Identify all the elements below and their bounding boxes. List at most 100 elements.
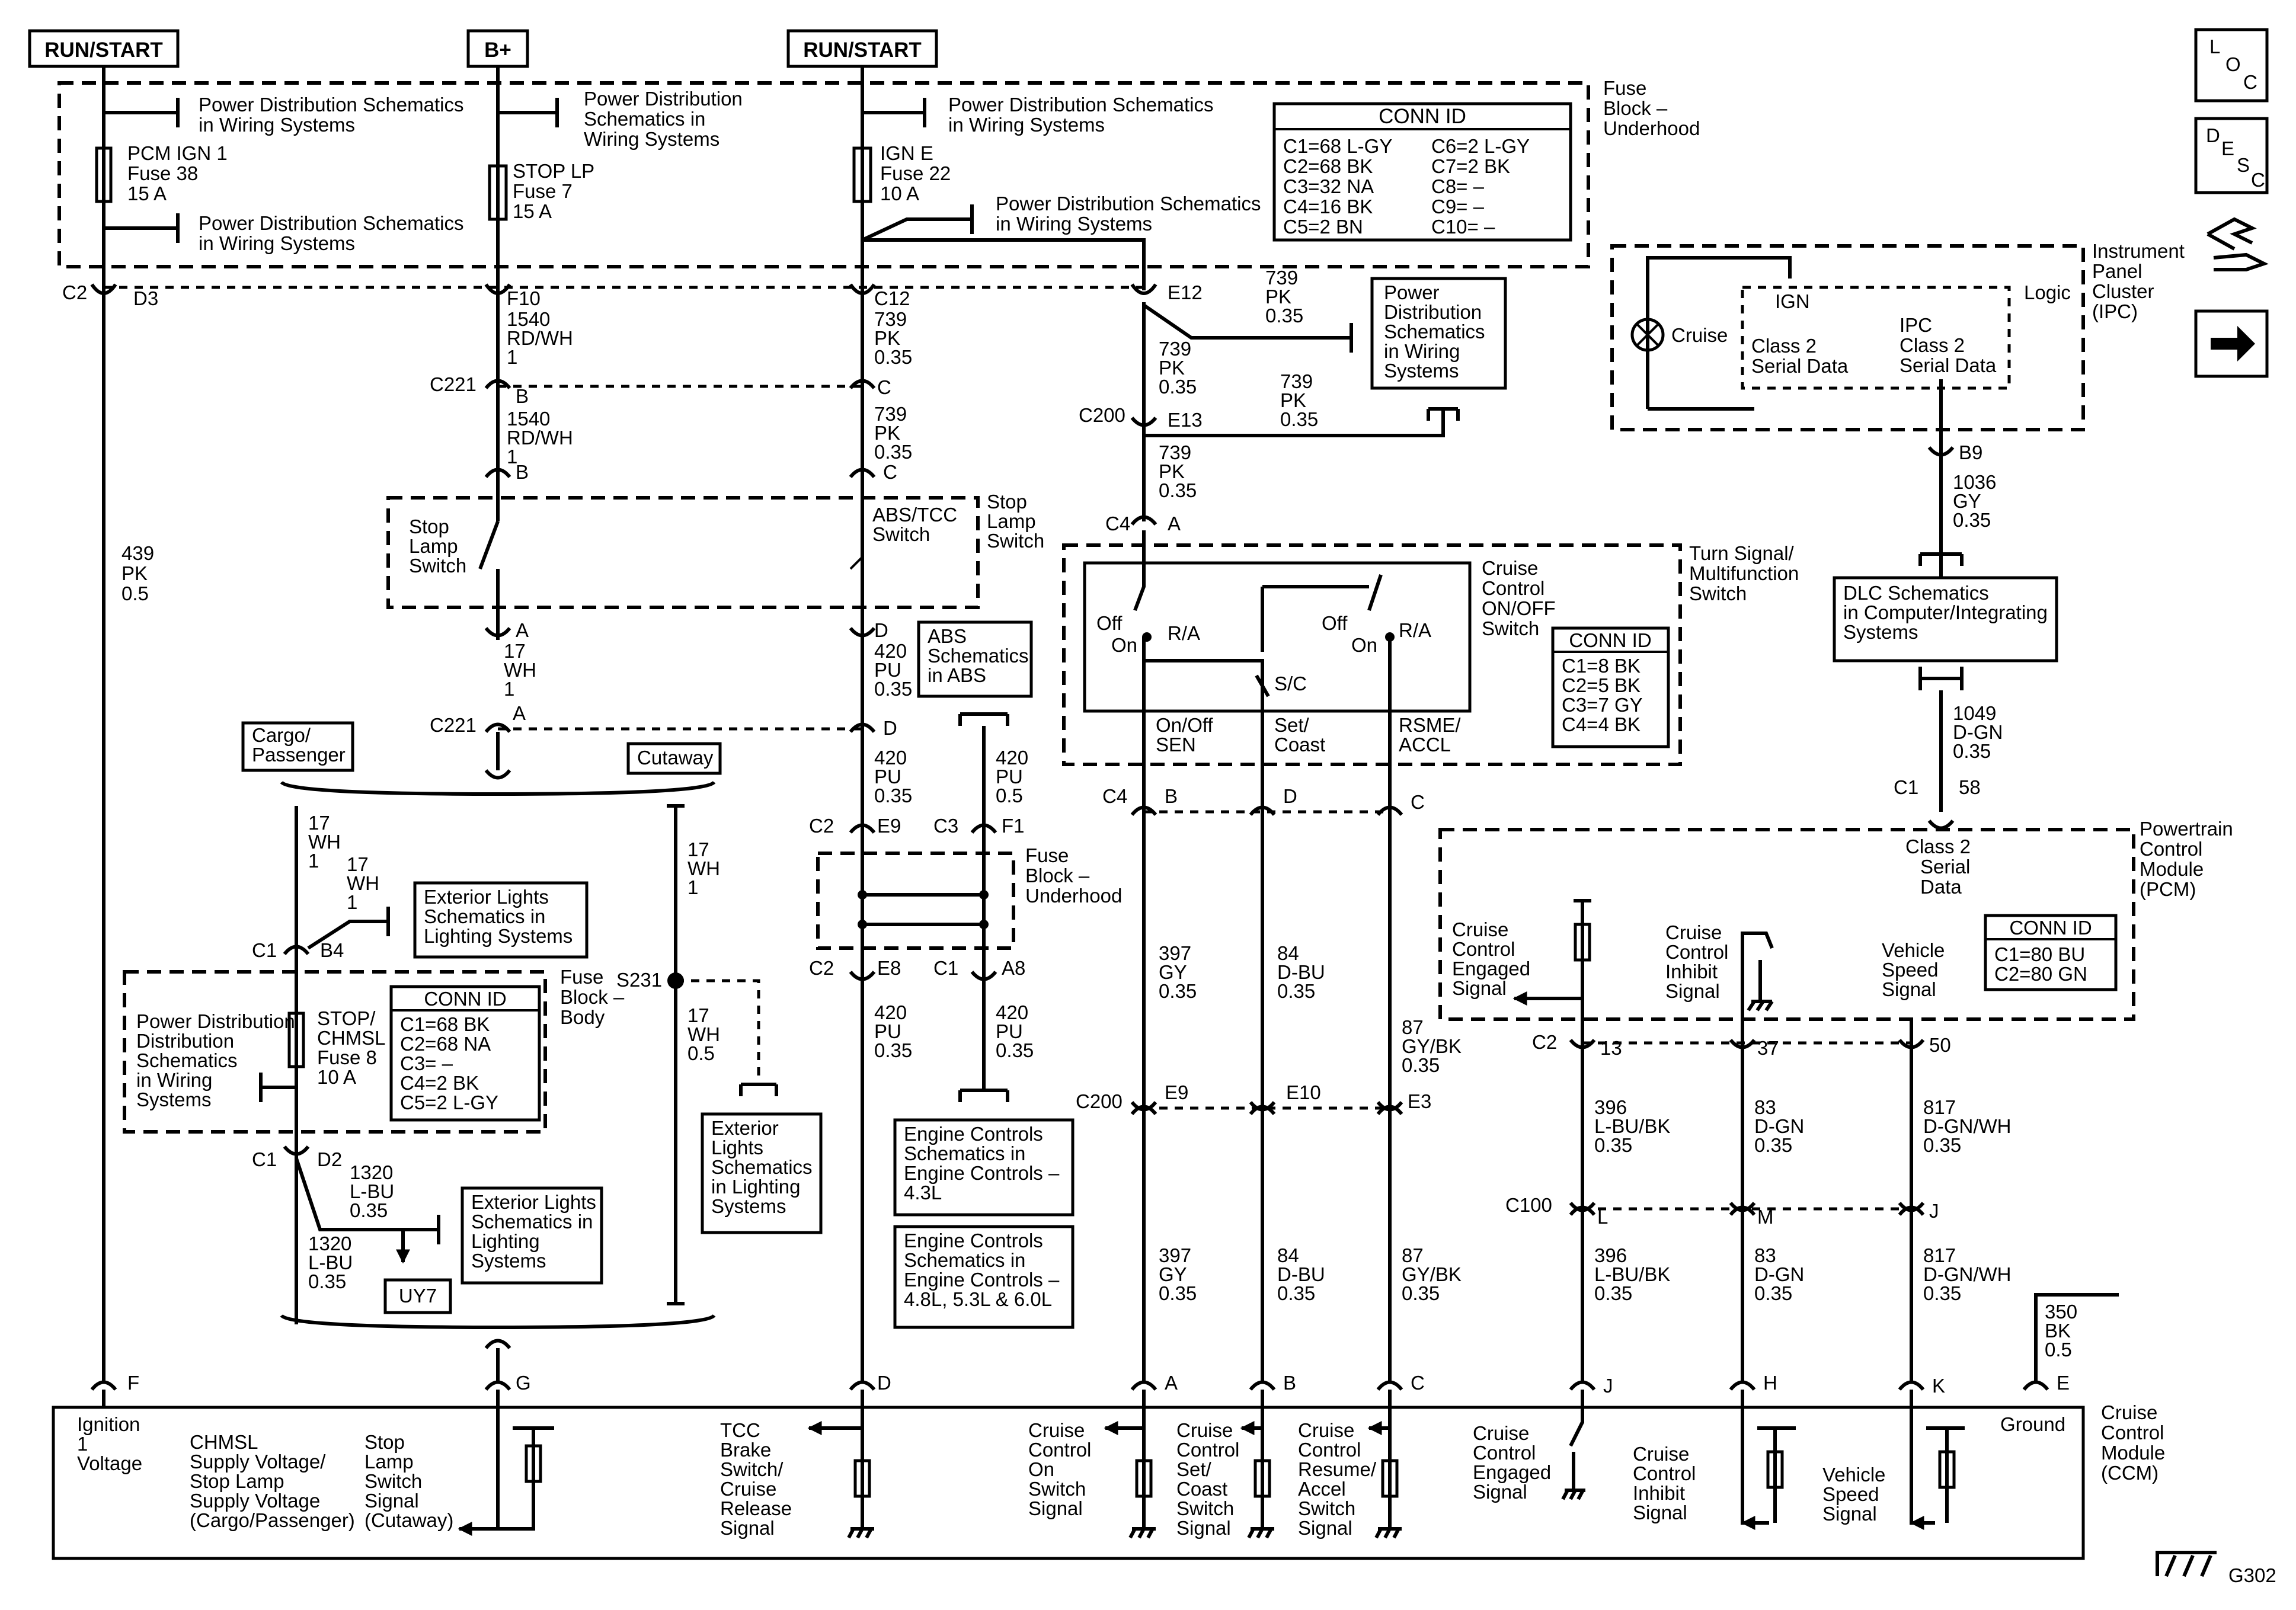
switch-on-off-contact [1133,530,1146,612]
connector-c4-c [1376,805,1403,816]
connector-c1-58 [1927,820,1955,830]
pin-a: A [1165,1372,1178,1394]
label-c-c4: C [1411,791,1425,813]
label-d-c4: D [1283,785,1297,807]
brace-bottom [280,1314,716,1330]
switch-sc: S/C [1274,673,1307,694]
wire-tap-pd-4 [862,98,926,127]
label-c4-a: C4 [1105,513,1130,534]
connector-c200-female [1130,1105,1403,1115]
pin-e: E [2057,1372,2070,1394]
pin-c: C [1411,1372,1425,1394]
label-d2: D2 [317,1148,342,1170]
connector-c2-d3 [90,283,117,295]
connector-b9 [1927,446,1955,457]
connector-c100-female [1569,1205,1925,1216]
ext-lights-3-connector [739,1083,778,1096]
wires-pcm-down [1581,1049,1913,1381]
splice-mid-a [858,890,867,900]
label-e8: E8 [877,957,901,979]
ccm-stop-input [458,1390,500,1536]
connector-c1-a8 [970,971,997,981]
pin-b: B [1283,1372,1296,1394]
wire-420-engine [958,984,1009,1102]
label-c100: C100 [1505,1194,1552,1216]
svg-text:O: O [2225,53,2241,75]
splice-mid-b [979,890,989,900]
cutaway-ends [667,804,685,1305]
svg-text:S: S [2237,154,2250,176]
connector-end-view-icon[interactable] [2207,217,2269,271]
svg-text:CONN ID: CONN ID [424,988,506,1010]
desc-icon[interactable]: D E S C [2194,117,2269,194]
resistor-engaged-pcm [1574,923,1591,962]
label-e9-c200: E9 [1165,1081,1188,1103]
switch-on-1: On [1111,634,1137,656]
switch-on-2: On [1351,634,1377,656]
stop-lamp-switch-outline [386,496,980,609]
wire-420-abs [958,712,1009,996]
label-c2-pcm: C2 [1532,1031,1557,1053]
loc-icon[interactable]: L O C [2194,28,2269,103]
label-e13: E13 [1168,409,1203,431]
connector-c2-13 [1569,1039,1596,1049]
connector-c200-e9 [1130,1101,1157,1112]
label-c200-bottom: C200 [1076,1090,1123,1112]
wire-to-ext-lights-1 [307,907,390,950]
label-c4: C4 [1102,785,1127,807]
ccm-vss-pull [1910,1390,1965,1525]
source-run-start-mid: RUN/START [786,29,938,68]
connector-c4-b [1130,805,1157,816]
connector-c200-e3 [1376,1101,1403,1112]
pin-f: F [127,1372,139,1394]
label-37: 37 [1757,1037,1779,1059]
ccm-inhibit-resistor [1766,1450,1784,1489]
ccm-outline [52,1406,2085,1560]
label-e10: E10 [1286,1081,1321,1103]
label-c12: C12 [874,287,910,309]
label-j-c100: J [1929,1200,1939,1222]
svg-text:CONN ID: CONN ID [2009,917,2092,939]
switch-ra-2: R/A [1399,619,1431,641]
next-page-arrow-icon[interactable] [2194,309,2269,378]
ccm-on-resistor [1135,1459,1153,1498]
ipc-cruise-label: Cruise [1671,324,1728,346]
svg-text:RUN/START: RUN/START [44,39,163,62]
label-a8: A8 [1002,957,1025,979]
